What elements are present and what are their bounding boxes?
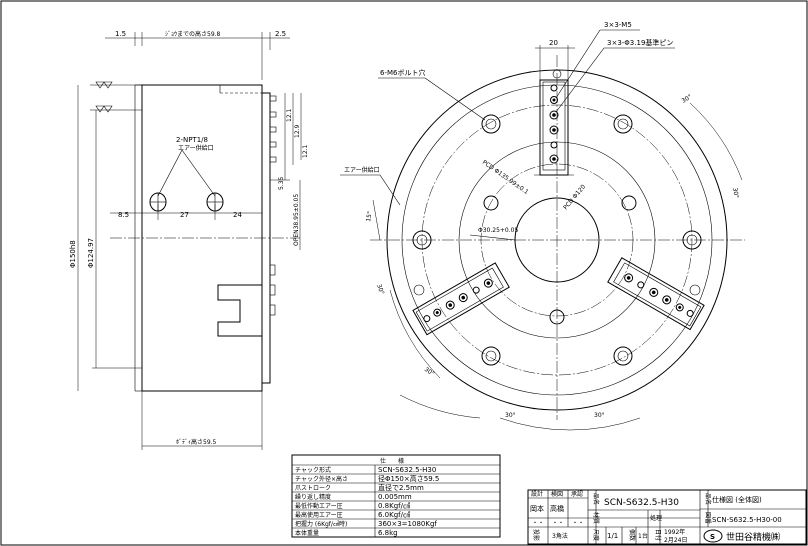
- angle-30-c: 30°: [375, 283, 385, 295]
- spec-value-7: 6.8kg: [378, 529, 398, 537]
- tb-drawing-no: SCN-S632.5-H30-00: [712, 516, 782, 524]
- tb-h-projection: 投影: [532, 529, 540, 541]
- spec-value-0: SCN-S632.5-H30: [378, 466, 436, 474]
- tb-dash3: ・・: [572, 520, 584, 527]
- spec-table: 仕 様 チャック形式 SCN-S632.5-H30 チャック外径×高さ 径Φ15…: [291, 454, 501, 538]
- tb-qty: 1台: [638, 532, 648, 540]
- label-phi30: Φ30.25+0.05: [478, 227, 518, 234]
- tb-h-scale: 尺度: [592, 529, 600, 541]
- spec-value-5: 6.0Kgf/㎠: [378, 511, 410, 519]
- tb-h-name: 品名: [592, 493, 600, 505]
- dim-jaw-height: ｼﾞｮｳまでの高さ59.8: [165, 30, 221, 38]
- spec-value-1: 径Φ150×高さ59.5: [378, 474, 439, 483]
- title-block: 設計 検図 承認 品名 岡本 高橋 SCN-S632.5-H30 材質 処理 ・…: [527, 489, 807, 545]
- tb-logo: S: [710, 533, 715, 541]
- spec-value-4: 0.8Kgf/㎠: [378, 502, 410, 510]
- dim-1-5: 1.5: [115, 30, 126, 38]
- tb-scale: 1/1: [607, 532, 618, 540]
- tb-dash2: ・・: [552, 520, 564, 527]
- angle-15: 15°: [365, 211, 374, 223]
- angle-30-f: 30°: [594, 412, 605, 419]
- spec-title: 仕 様: [380, 457, 404, 465]
- tb-h-approve: 承認: [571, 490, 583, 498]
- spec-value-3: 0.005mm: [378, 493, 412, 501]
- angle-30-d: 30°: [423, 366, 436, 378]
- label-bolt-hole: 6-M6ボルト穴: [380, 68, 425, 77]
- angle-30-a: 30°: [681, 93, 694, 104]
- tb-checker: 高橋: [550, 504, 564, 513]
- jaw-right: [607, 257, 705, 331]
- tb-designer: 岡本: [530, 504, 544, 513]
- spec-label-6: 把握力 (6Kgf/㎠時): [295, 520, 347, 528]
- dim-24: 24: [233, 211, 242, 219]
- tb-date-day: 2月24日: [664, 537, 687, 544]
- dim-5-35: 5.35: [278, 176, 285, 190]
- tb-date-year: 1992年: [664, 528, 685, 536]
- tb-dash1: ・・: [532, 520, 544, 527]
- label-npt: 2-NPT1/8: [176, 136, 208, 144]
- dim-20: 20: [549, 39, 558, 47]
- dim-phi124: Φ124.97: [87, 238, 95, 268]
- spec-label-1: チャック外径×高さ: [295, 475, 348, 483]
- spec-label-2: 爪ストローク: [295, 485, 331, 492]
- dim-phi150: Φ150h8: [69, 240, 77, 268]
- spec-label-0: チャック形式: [295, 466, 331, 474]
- dim-12-9: 12.9: [294, 124, 301, 138]
- tb-h-drawing-no: 図番: [704, 512, 711, 524]
- tb-product: 仕様図 (全体図): [712, 495, 762, 504]
- bolt-holes: [412, 114, 702, 366]
- spec-value-6: 360×3=1080Kgf: [378, 520, 437, 528]
- jaw-left: [412, 262, 510, 336]
- dim-open: OPEN38.95±0.05: [293, 194, 300, 246]
- spec-label-4: 最低作動エアー圧: [295, 502, 343, 510]
- tb-h-date: 日付: [654, 529, 662, 541]
- dim-27: 27: [180, 211, 189, 219]
- tb-company: 世田谷精機㈱: [726, 531, 780, 543]
- spec-value-2: 直径で2.5mm: [378, 483, 424, 492]
- dim-12-1: 12.1: [286, 108, 293, 122]
- tb-model: SCN-S632.5-H30: [604, 498, 679, 508]
- spec-label-5: 最高使用エアー圧: [295, 511, 343, 519]
- tb-h-design: 設計: [531, 490, 543, 498]
- spec-label-3: 繰り返し精度: [295, 493, 331, 501]
- jaw-top: [534, 79, 574, 176]
- tb-h-material: 材質: [592, 512, 600, 524]
- dim-body-height: ﾎﾞﾃﾞｨ高さ59.5: [176, 438, 217, 446]
- front-view: 20 3×3-M5 3×3-Φ3.19基準ピン 6-M6ボルト穴 エアー供給口 …: [340, 21, 745, 431]
- tb-h-treatment: 処理: [650, 514, 662, 522]
- label-pin: 3×3-Φ3.19基準ピン: [607, 38, 673, 47]
- label-air-port: エアー供給口: [178, 144, 214, 152]
- tb-projection: 3角法: [552, 532, 568, 540]
- tb-h-product: 品名: [704, 493, 712, 505]
- label-tap-m5: 3×3-M5: [604, 21, 632, 29]
- spec-label-7: 本体重量: [295, 529, 319, 537]
- tb-h-qty: 個数: [628, 529, 636, 541]
- label-pcd1: PCD Φ135.99±0.1: [481, 159, 530, 196]
- side-view: 1.5 ｼﾞｮｳまでの高さ59.8 2.5: [69, 30, 309, 450]
- tb-h-check: 検図: [551, 490, 563, 498]
- company-logo-icon: S: [703, 529, 723, 543]
- angle-30-e: 30°: [505, 412, 516, 419]
- angle-30-b: 30°: [731, 187, 740, 199]
- dim-12-1b: 12.1: [302, 144, 309, 158]
- dim-8-5: 8.5: [118, 211, 129, 219]
- dim-2-5: 2.5: [275, 30, 286, 38]
- label-air-port-front: エアー供給口: [344, 166, 380, 174]
